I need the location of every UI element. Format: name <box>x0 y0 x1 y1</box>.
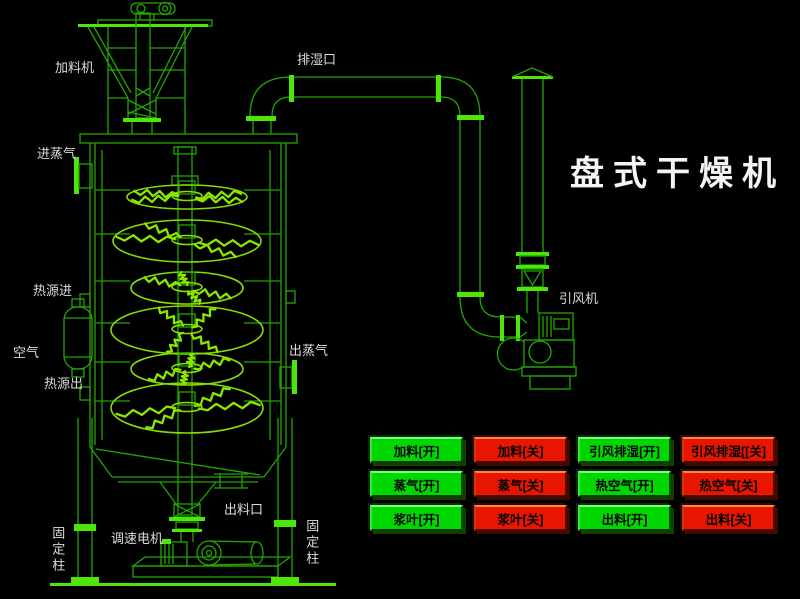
btn-hot-air-on[interactable]: 热空气[开] <box>578 471 671 497</box>
exhaust-stack-drawing <box>511 67 554 313</box>
label-fixed-column-right: 固定柱 <box>304 519 320 567</box>
dryer-discs-drawing <box>110 180 264 434</box>
side-nozzles-drawing <box>63 157 297 401</box>
label-discharge-port: 出料口 <box>224 502 264 517</box>
btn-paddle-on[interactable]: 浆叶[开] <box>370 505 463 531</box>
label-speed-motor: 调速电机 <box>111 531 164 546</box>
exhaust-duct-drawing <box>246 75 528 341</box>
induced-fan-drawing <box>496 312 577 390</box>
btn-fan-dehumid-on[interactable]: 引风排湿[开] <box>578 437 671 463</box>
btn-feed-off[interactable]: 加料[关] <box>474 437 567 463</box>
label-air: 空气 <box>13 345 40 360</box>
btn-steam-off[interactable]: 蒸气[关] <box>474 471 567 497</box>
control-button-panel: 加料[开] 加料[关] 引风排湿[开] 引风排湿[[关] 蒸气[开] 蒸气[关]… <box>370 437 775 531</box>
discharge-cone-drawing <box>89 446 287 542</box>
btn-discharge-off[interactable]: 出料[关] <box>682 505 775 531</box>
label-feeder: 加料机 <box>55 60 95 75</box>
label-fixed-column-left: 固定柱 <box>50 526 66 574</box>
page-title: 盘式干燥机 <box>570 155 785 193</box>
label-exhaust-port: 排湿口 <box>297 52 337 67</box>
btn-paddle-off[interactable]: 浆叶[关] <box>474 505 567 531</box>
label-steam-out: 出蒸气 <box>289 343 329 358</box>
feeder-hopper-drawing <box>78 1 213 134</box>
support-legs-drawing <box>50 418 336 586</box>
label-heat-source-in: 热源进 <box>33 283 73 298</box>
btn-steam-on[interactable]: 蒸气[开] <box>370 471 463 497</box>
label-heat-source-out: 热源出 <box>44 376 84 391</box>
label-induced-fan: 引风机 <box>559 291 599 306</box>
btn-feed-on[interactable]: 加料[开] <box>370 437 463 463</box>
btn-hot-air-off[interactable]: 热空气[关] <box>682 471 775 497</box>
label-steam-in: 进蒸气 <box>37 146 77 161</box>
btn-fan-dehumid-off[interactable]: 引风排湿[[关] <box>682 437 775 463</box>
btn-discharge-on[interactable]: 出料[开] <box>578 505 671 531</box>
